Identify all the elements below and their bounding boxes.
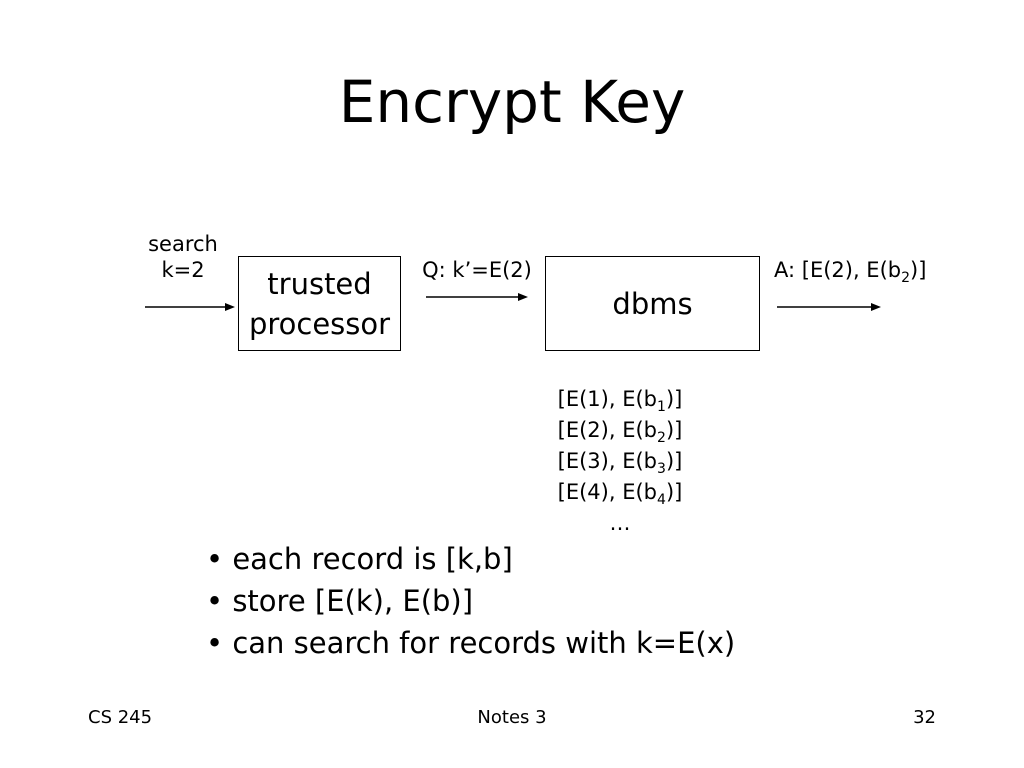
record-suffix: )] — [665, 480, 683, 504]
trusted-processor-line2: processor — [248, 306, 391, 341]
search-label-line1: search — [148, 232, 218, 256]
record-suffix: )] — [665, 418, 683, 442]
records-ellipsis: … — [609, 511, 631, 535]
answer-arrow — [777, 303, 881, 311]
record-subscript: 4 — [657, 492, 666, 509]
query-label: Q: k’=E(2) — [422, 258, 532, 282]
footer-notes: Notes 3 — [477, 707, 547, 728]
answer-subscript: 2 — [901, 270, 911, 287]
answer-label: A: [E(2), E(b2)] — [774, 257, 964, 287]
trusted-processor-box: trusted processor — [238, 256, 401, 351]
answer-suffix: )] — [910, 258, 927, 282]
answer-prefix: A: [E(2), E(b — [774, 258, 902, 282]
bullet-item: • can search for records with k=E(x) — [206, 626, 736, 660]
slide-title: Encrypt Key — [338, 68, 686, 136]
search-input-label: search k=2 — [130, 231, 236, 283]
record-row: [E(3), E(b3)] — [520, 446, 720, 477]
record-prefix: [E(2), E(b — [557, 418, 658, 442]
bullet-item: • each record is [k,b] — [206, 542, 513, 576]
query-arrow — [426, 293, 528, 301]
record-prefix: [E(3), E(b — [557, 449, 658, 473]
input-arrow — [145, 303, 235, 311]
trusted-processor-line1: trusted — [267, 266, 372, 301]
search-label-line2: k=2 — [161, 258, 205, 282]
footer-page-number: 32 — [913, 707, 936, 728]
record-prefix: [E(1), E(b — [557, 387, 658, 411]
record-suffix: )] — [665, 387, 683, 411]
record-row: [E(2), E(b2)] — [520, 415, 720, 446]
record-subscript: 3 — [657, 461, 666, 478]
record-prefix: [E(4), E(b — [557, 480, 658, 504]
record-subscript: 1 — [657, 399, 666, 416]
bullet-item: • store [E(k), E(b)] — [206, 584, 474, 618]
encrypted-records-list: [E(1), E(b1)] [E(2), E(b2)] [E(3), E(b3)… — [520, 384, 720, 539]
footer-course: CS 245 — [88, 707, 153, 728]
record-subscript: 2 — [657, 430, 666, 447]
record-row: [E(1), E(b1)] — [520, 384, 720, 415]
dbms-box: dbms — [545, 256, 760, 351]
record-row: [E(4), E(b4)] — [520, 477, 720, 508]
record-suffix: )] — [665, 449, 683, 473]
bullet-list: • each record is [k,b] • store [E(k), E(… — [206, 538, 735, 664]
